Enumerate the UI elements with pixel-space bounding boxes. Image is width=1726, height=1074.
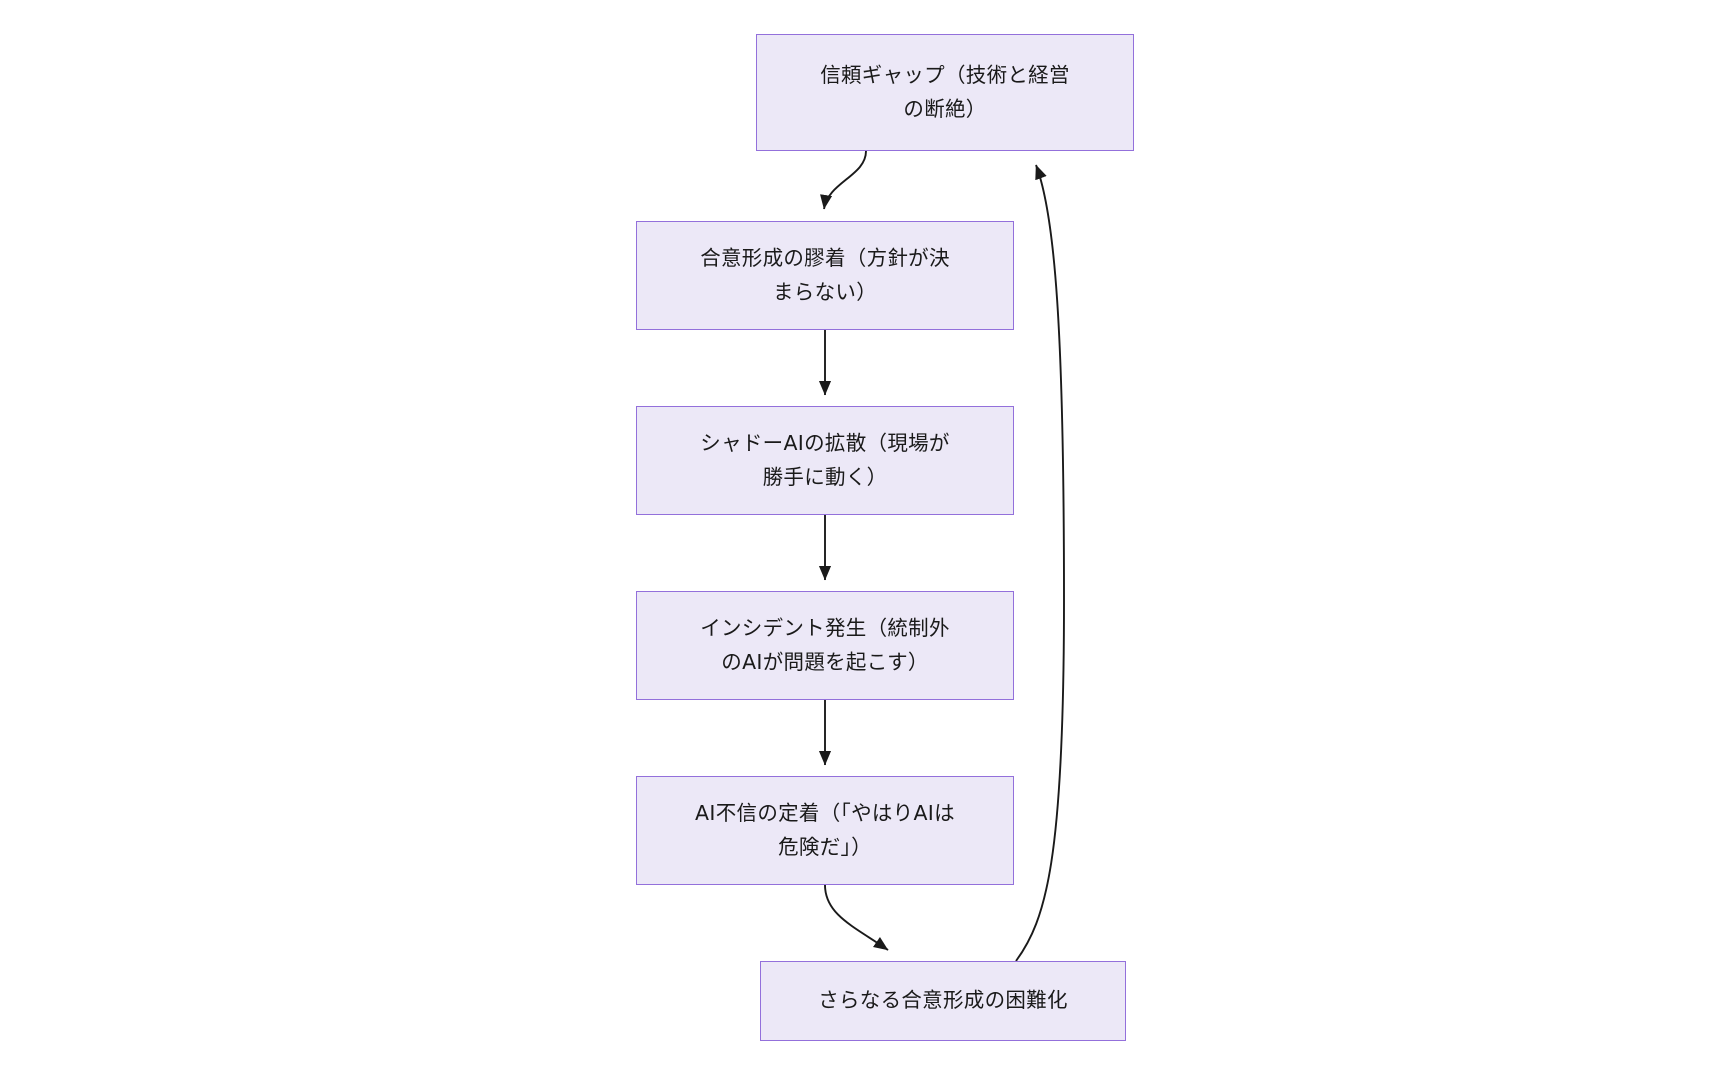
node-shadow-ai-spread[interactable]: シャドーAIの拡散（現場が 勝手に動く）	[636, 406, 1014, 515]
edge-n1-n2	[820, 150, 867, 210]
node-label: 合意形成の膠着（方針が決 まらない）	[700, 246, 950, 304]
node-label: シャドーAIの拡散（現場が 勝手に動く）	[700, 431, 950, 489]
node-incident-occurrence[interactable]: インシデント発生（統制外 のAIが問題を起こす）	[636, 591, 1014, 700]
node-label: インシデント発生（統制外 のAIが問題を起こす）	[700, 616, 950, 674]
node-label: さらなる合意形成の困難化	[818, 988, 1068, 1013]
node-trust-gap[interactable]: 信頼ギャップ（技術と経営 の断絶）	[756, 34, 1134, 151]
node-further-consensus-difficulty[interactable]: さらなる合意形成の困難化	[760, 961, 1126, 1041]
node-label: 信頼ギャップ（技術と経営 の断絶）	[820, 63, 1070, 121]
node-consensus-deadlock[interactable]: 合意形成の膠着（方針が決 まらない）	[636, 221, 1014, 330]
node-ai-distrust-entrenched[interactable]: AI不信の定着（「やはりAIは 危険だ」）	[636, 776, 1014, 885]
edge-n6-n1	[1015, 164, 1065, 962]
edge-n5-n6	[824, 884, 889, 951]
node-label: AI不信の定着（「やはりAIは 危険だ」）	[695, 801, 955, 859]
